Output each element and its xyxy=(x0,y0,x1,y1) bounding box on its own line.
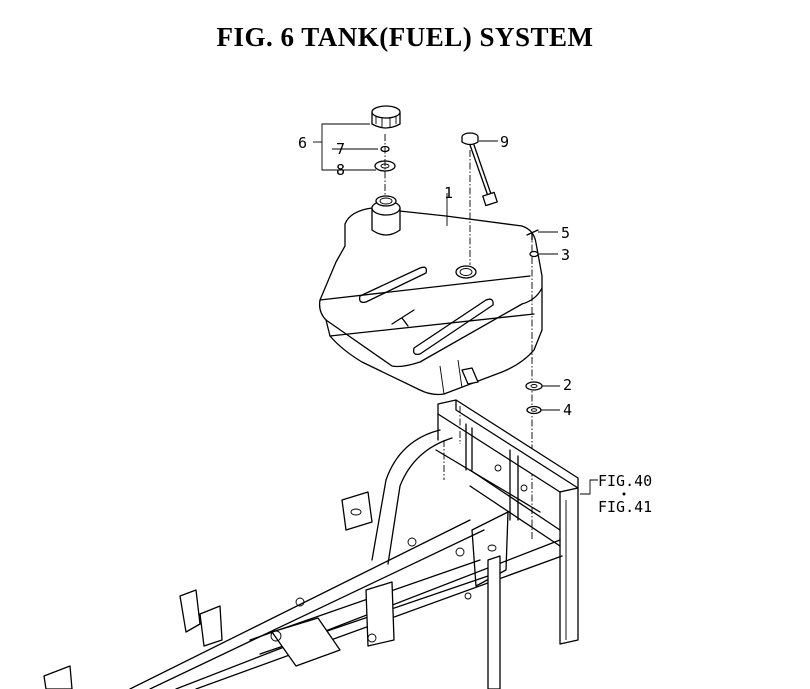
callout-8: 8 xyxy=(336,161,345,179)
callout-3: 3 xyxy=(561,246,570,264)
washer-large xyxy=(525,381,543,391)
fig-ref-40: FIG.40 xyxy=(598,472,652,490)
callout-5: 5 xyxy=(561,224,570,242)
callout-4: 4 xyxy=(563,401,572,419)
fuel-tank xyxy=(318,195,543,396)
figure-title: FIG. 6 TANK(FUEL) SYSTEM xyxy=(216,22,594,52)
nut xyxy=(529,250,539,258)
fuel-cap xyxy=(371,105,401,129)
fig-ref-41: FIG.41 xyxy=(598,498,652,516)
chassis-frame xyxy=(43,399,579,689)
bolt xyxy=(526,229,539,241)
callout-2: 2 xyxy=(563,376,572,394)
callout-9: 9 xyxy=(500,133,509,151)
fuel-gauge-sender xyxy=(461,132,498,207)
fig-ref-dot xyxy=(622,492,626,496)
callout-1: 1 xyxy=(444,184,453,202)
washer-small xyxy=(526,405,542,415)
callout-7: 7 xyxy=(336,140,345,158)
callout-6: 6 xyxy=(298,134,307,152)
